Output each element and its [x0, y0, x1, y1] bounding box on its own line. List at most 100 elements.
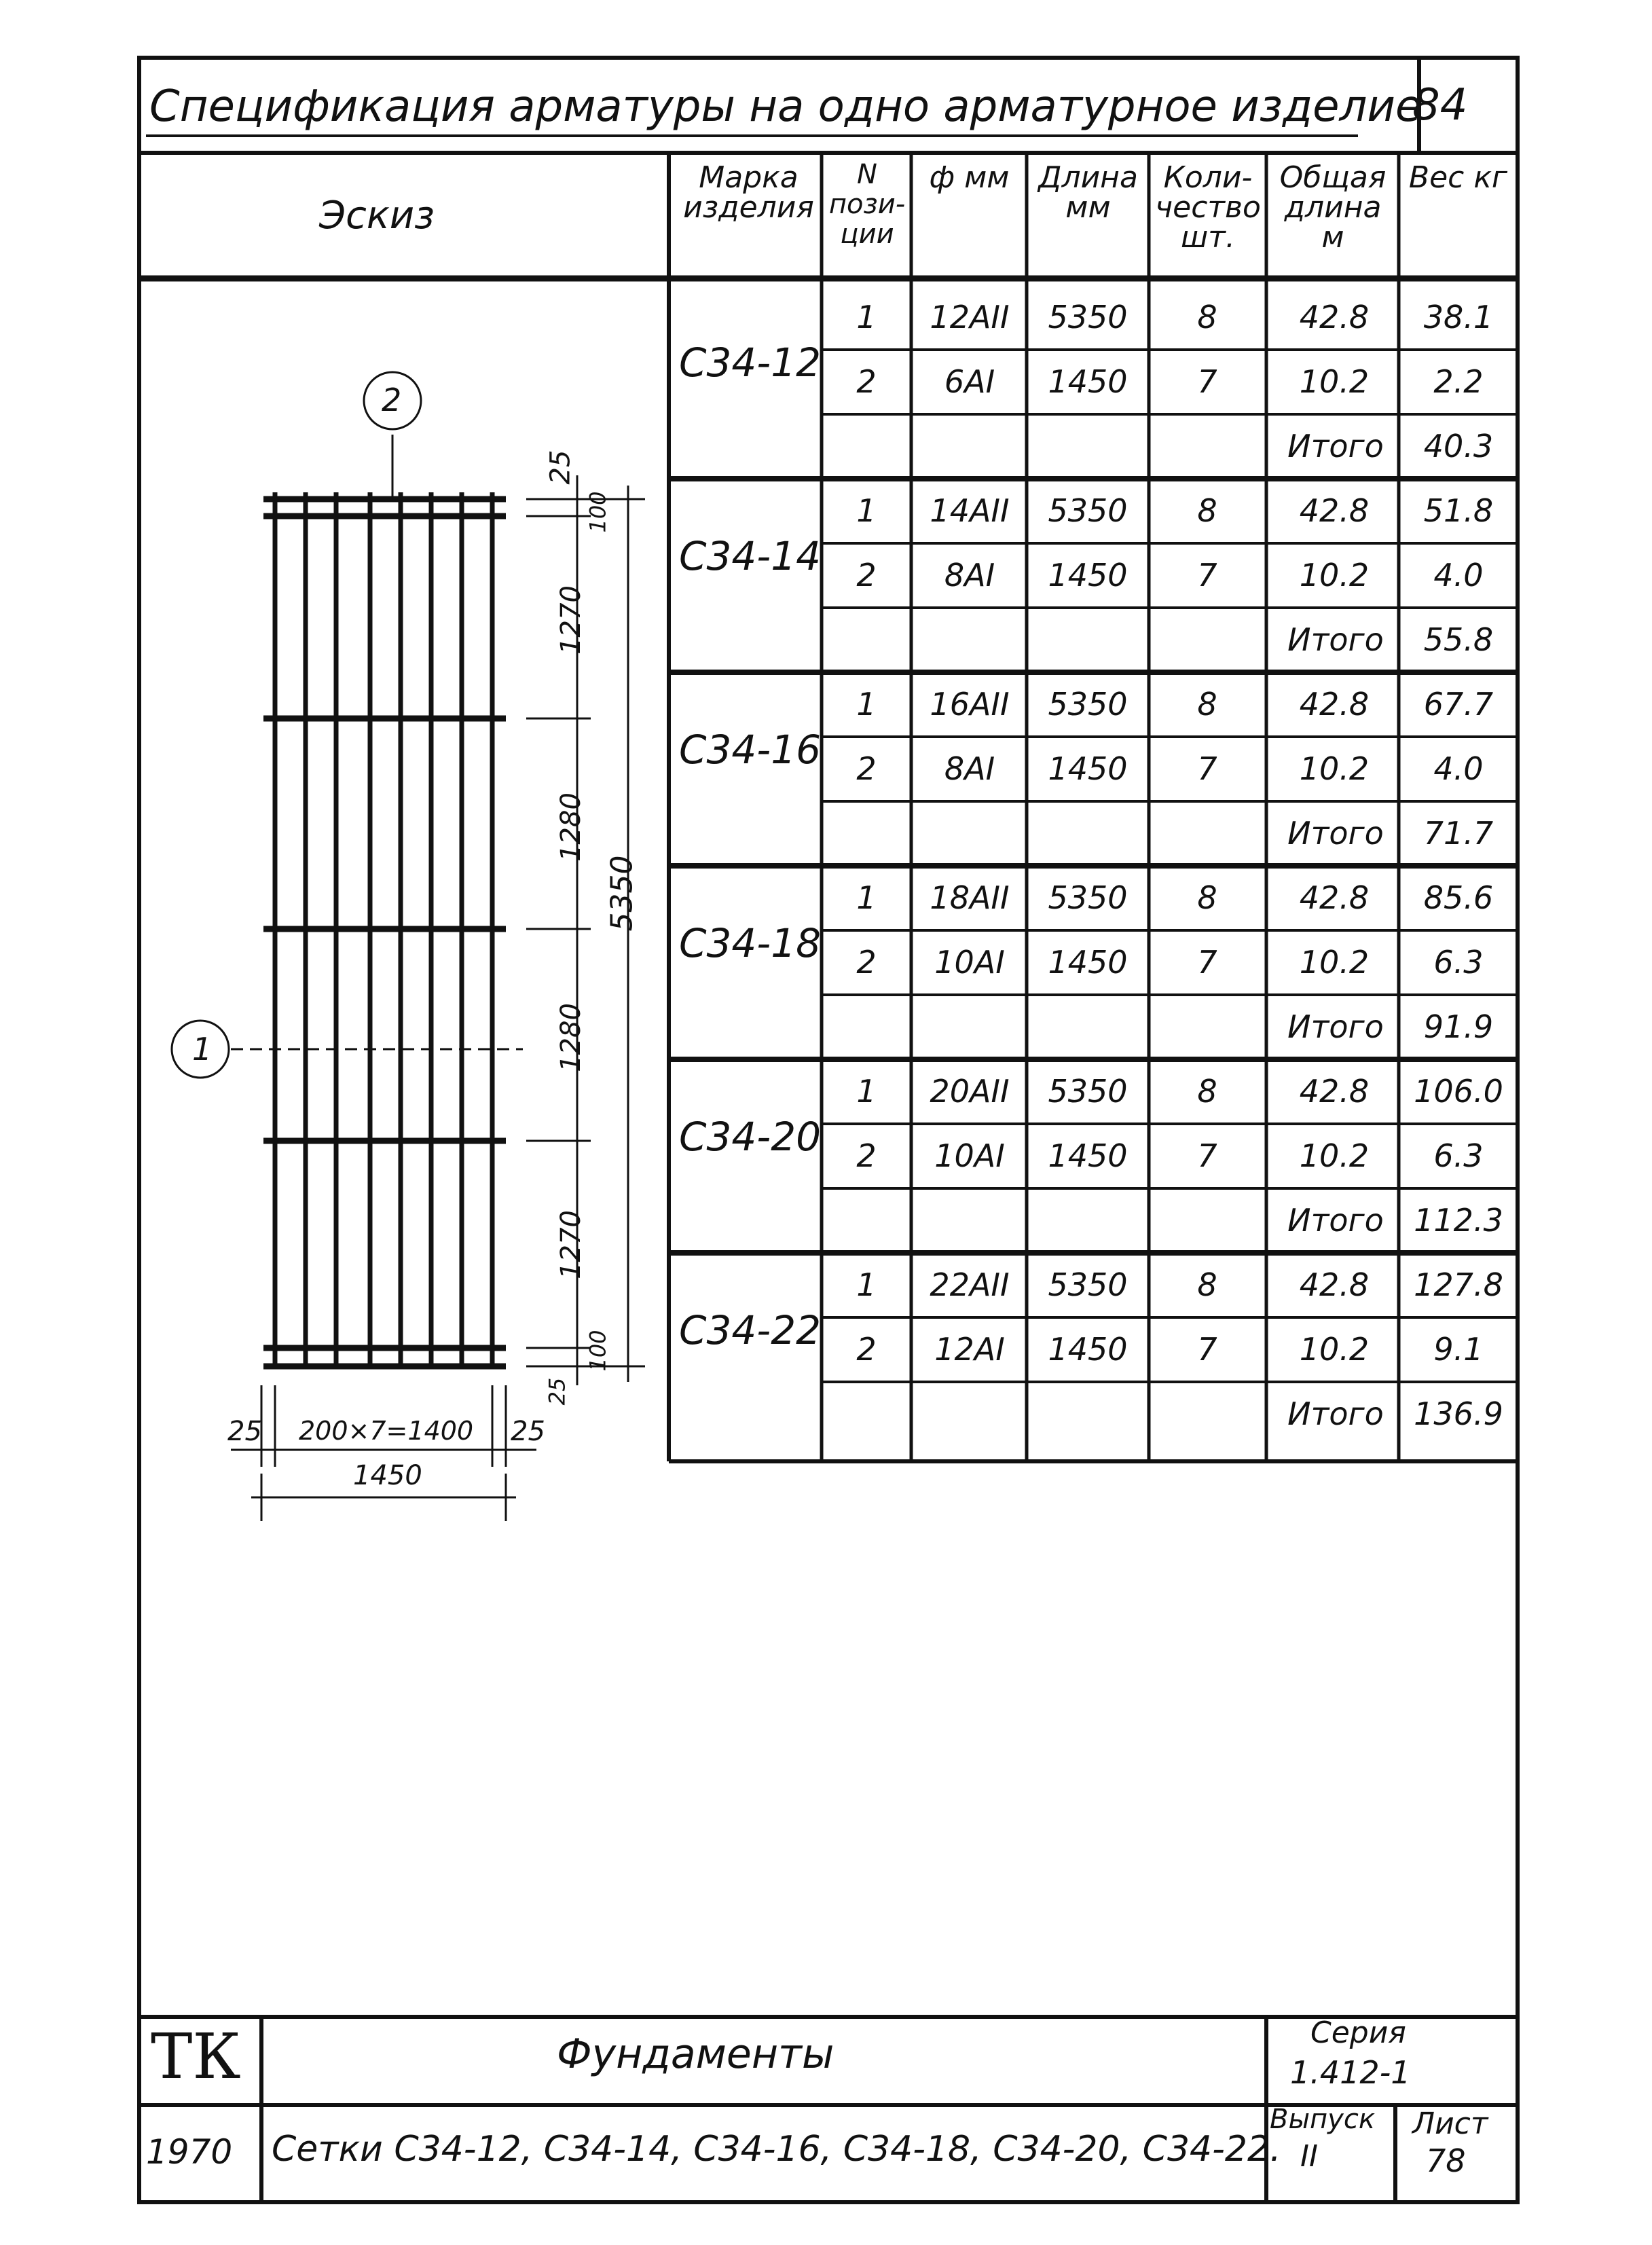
cell-diameter: 14АII: [930, 492, 1010, 529]
cell-length: 1450: [1048, 557, 1128, 594]
cell-quantity: 7: [1197, 363, 1217, 400]
cell-position: 2: [856, 1137, 877, 1174]
cell-quantity: 8: [1197, 299, 1217, 335]
dim-bottom-25: 25: [544, 1377, 570, 1406]
cell-position: 2: [856, 944, 877, 981]
cell-diameter: 12АI: [934, 1331, 1005, 1368]
callout-top: 2: [382, 382, 402, 418]
cell-position: 1: [856, 492, 877, 529]
cell-diameter: 8АI: [944, 750, 995, 787]
cell-total-length: 10.2: [1299, 1331, 1370, 1368]
cell-diameter: 10АI: [934, 1137, 1005, 1174]
header-total-length: Общая длина м: [1279, 160, 1387, 255]
cell-weight: 85.6: [1423, 879, 1494, 916]
cell-quantity: 7: [1197, 1137, 1217, 1174]
dim-1280-upper: 1280: [555, 792, 587, 862]
cell-total-label: Итого: [1287, 1395, 1384, 1432]
cell-quantity: 8: [1197, 492, 1217, 529]
cell-length: 5350: [1048, 299, 1128, 335]
group-mark: С34-12: [679, 340, 822, 386]
cell-diameter: 6АI: [944, 363, 995, 400]
sheet-title: Спецификация арматуры на одно арматурное…: [149, 81, 1422, 132]
cell-total-length: 42.8: [1299, 879, 1370, 916]
cell-total-length: 42.8: [1299, 299, 1370, 335]
group-mark: С34-22: [679, 1307, 822, 1353]
title-block-issue-value: II: [1300, 2139, 1318, 2174]
cell-position: 1: [856, 299, 877, 335]
cell-length: 5350: [1048, 492, 1128, 529]
group-mark: С34-14: [679, 533, 822, 579]
page-number: 84: [1412, 80, 1468, 130]
cell-total-label: Итого: [1287, 621, 1384, 658]
dim-width-1450: 1450: [353, 1460, 422, 1491]
header-quantity: Коли-чество шт.: [1155, 160, 1261, 255]
cell-quantity: 7: [1197, 750, 1217, 787]
dim-right-25: 25: [511, 1416, 545, 1447]
cell-total-weight: 71.7: [1423, 815, 1494, 852]
cell-position: 2: [856, 557, 877, 594]
cell-position: 1: [856, 1073, 877, 1110]
cell-total-length: 10.2: [1299, 363, 1370, 400]
title-block-logo: ТК: [151, 2020, 241, 2093]
cell-quantity: 7: [1197, 944, 1217, 981]
cell-length: 1450: [1048, 750, 1128, 787]
cell-total-label: Итого: [1287, 428, 1384, 464]
cell-length: 5350: [1048, 1266, 1128, 1303]
cell-length: 5350: [1048, 879, 1128, 916]
header-length: Длина мм: [1038, 160, 1138, 225]
title-block-description: Сетки С34-12, С34-14, С34-16, С34-18, С3…: [272, 2129, 1281, 2170]
cell-weight: 38.1: [1423, 299, 1494, 335]
cell-diameter: 22АII: [930, 1266, 1010, 1303]
cell-total-length: 10.2: [1299, 944, 1370, 981]
cell-total-weight: 136.9: [1414, 1395, 1503, 1432]
dim-1270-lower: 1270: [555, 1210, 587, 1279]
cell-length: 1450: [1048, 1137, 1128, 1174]
cell-total-label: Итого: [1287, 1202, 1384, 1239]
cell-total-length: 42.8: [1299, 1266, 1370, 1303]
cell-total-label: Итого: [1287, 815, 1384, 852]
cell-quantity: 8: [1197, 879, 1217, 916]
dim-total-5350: 5350: [604, 855, 640, 932]
cell-quantity: 8: [1197, 686, 1217, 723]
cell-weight: 51.8: [1423, 492, 1494, 529]
cell-quantity: 8: [1197, 1266, 1217, 1303]
cell-position: 2: [856, 750, 877, 787]
cell-diameter: 10АI: [934, 944, 1005, 981]
header-mark: Марка изделия: [683, 160, 814, 225]
cell-length: 1450: [1048, 944, 1128, 981]
callout-left: 1: [192, 1031, 213, 1067]
cell-weight: 6.3: [1433, 1137, 1484, 1174]
cell-length: 5350: [1048, 1073, 1128, 1110]
cell-weight: 106.0: [1414, 1073, 1503, 1110]
cell-total-length: 42.8: [1299, 686, 1370, 723]
cell-diameter: 8АI: [944, 557, 995, 594]
dim-spacing: 200×7=1400: [299, 1416, 474, 1446]
cell-weight: 4.0: [1433, 750, 1484, 787]
title-block-sheet-value: 78: [1426, 2142, 1466, 2179]
cell-total-weight: 40.3: [1423, 428, 1494, 464]
cell-diameter: 20АII: [930, 1073, 1010, 1110]
cell-diameter: 12АII: [930, 299, 1010, 335]
title-block-issue-label: Выпуск: [1270, 2104, 1375, 2135]
dim-1270-upper: 1270: [555, 585, 587, 655]
title-block-year: 1970: [146, 2132, 233, 2172]
dim-top-100: 100: [585, 491, 611, 533]
cell-position: 2: [856, 1331, 877, 1368]
cell-total-weight: 55.8: [1423, 621, 1494, 658]
cell-position: 1: [856, 879, 877, 916]
cell-diameter: 18АII: [930, 879, 1010, 916]
dim-1280-lower: 1280: [555, 1003, 587, 1072]
cell-diameter: 16АII: [930, 686, 1010, 723]
cell-total-length: 10.2: [1299, 750, 1370, 787]
cell-total-label: Итого: [1287, 1008, 1384, 1045]
dim-top-25: 25: [545, 450, 576, 485]
cell-weight: 9.1: [1433, 1331, 1484, 1368]
cell-total-length: 10.2: [1299, 557, 1370, 594]
header-weight: Вес кг: [1408, 160, 1508, 195]
header-position: N пози-ции: [828, 159, 906, 250]
header-diameter: ф мм: [929, 160, 1010, 195]
cell-total-weight: 112.3: [1414, 1202, 1503, 1239]
title-block-name: Фундаменты: [557, 2030, 834, 2078]
